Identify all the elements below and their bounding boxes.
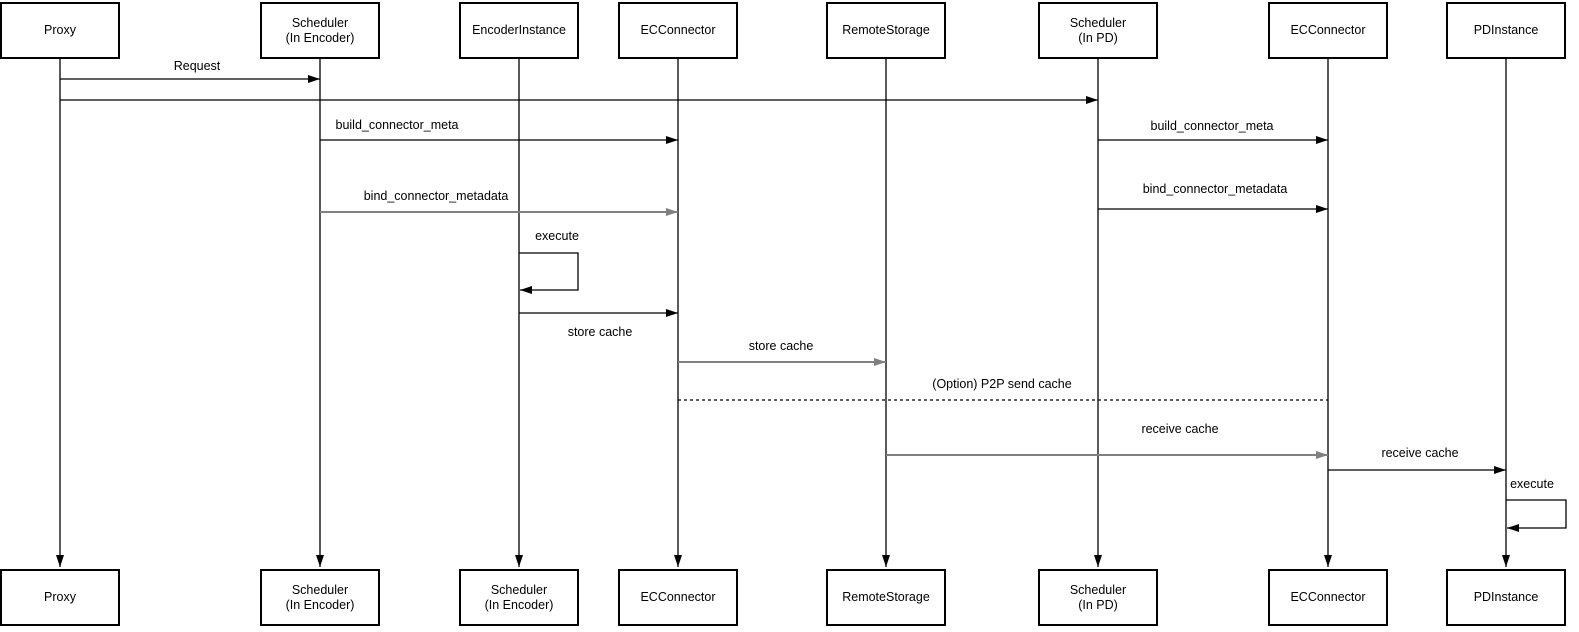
actor-box-top-remote-storage: RemoteStorage	[826, 2, 946, 59]
message-label-bind-connector-metadata: bind_connector_metadata	[1140, 182, 1290, 196]
actor-box-bottom-pd-instance: PDInstance	[1446, 569, 1566, 626]
actor-box-bottom-remote-storage: RemoteStorage	[826, 569, 946, 626]
message-label-execute: execute	[533, 229, 581, 243]
actor-box-top-pd-instance: PDInstance	[1446, 2, 1566, 59]
actor-box-top-scheduler-pd: Scheduler (In PD)	[1038, 2, 1158, 59]
message-label-store-cache: store cache	[746, 339, 816, 353]
actor-box-top-scheduler-encoder: Scheduler (In Encoder)	[260, 2, 380, 59]
message-label-build-connector-meta: build_connector_meta	[1148, 119, 1276, 133]
message-label-execute: execute	[1508, 477, 1556, 491]
self-message-arrow-execute-pd-instance	[1506, 499, 1567, 532]
actor-box-bottom-ec-connector-encoder: ECConnector	[618, 569, 738, 626]
message-label-receive-cache: receive cache	[1379, 446, 1461, 460]
actor-box-bottom-ec-connector-pd: ECConnector	[1268, 569, 1388, 626]
message-label-request: Request	[171, 59, 223, 73]
actor-box-bottom-encoder-instance: Scheduler (In Encoder)	[459, 569, 579, 626]
message-label-store-cache: store cache	[565, 325, 635, 339]
actor-box-bottom-scheduler-pd: Scheduler (In PD)	[1038, 569, 1158, 626]
actor-box-top-proxy: Proxy	[0, 2, 120, 59]
self-message-arrow-execute-encoder-instance	[519, 252, 579, 294]
actor-box-top-encoder-instance: EncoderInstance	[459, 2, 579, 59]
actor-box-top-ec-connector-pd: ECConnector	[1268, 2, 1388, 59]
message-label-bind-connector-metadata: bind_connector_metadata	[361, 189, 511, 203]
message-label-receive-cache: receive cache	[1139, 422, 1221, 436]
actor-box-bottom-proxy: Proxy	[0, 569, 120, 626]
actor-box-top-ec-connector-encoder: ECConnector	[618, 2, 738, 59]
message-label-option-p2p-send-cache: (Option) P2P send cache	[930, 377, 1074, 391]
actor-box-bottom-scheduler-encoder: Scheduler (In Encoder)	[260, 569, 380, 626]
message-label-build-connector-meta: build_connector_meta	[333, 118, 461, 132]
